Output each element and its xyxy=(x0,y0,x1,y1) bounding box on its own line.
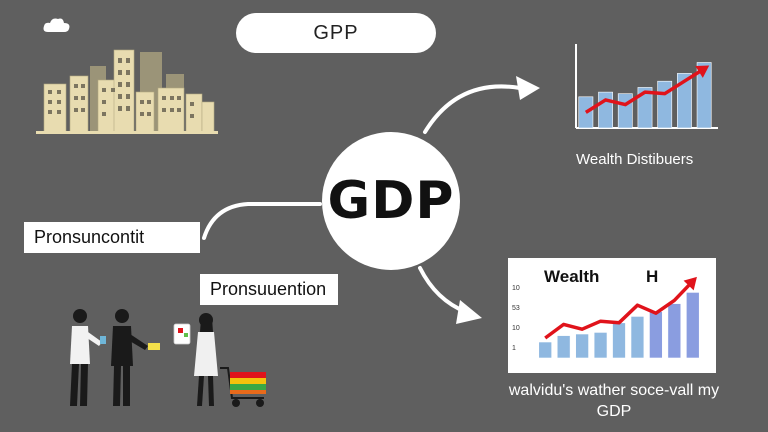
top-pill-text: GPP xyxy=(313,21,359,44)
connector-to-left-box xyxy=(202,202,322,240)
cloud-icon xyxy=(43,18,70,32)
bar xyxy=(637,87,653,129)
bottom-right-chart: Wealth H 10 53 10 1 xyxy=(512,267,700,359)
bar xyxy=(649,311,663,359)
bar xyxy=(686,292,700,359)
bar xyxy=(593,332,608,359)
shopping-cart-icon xyxy=(220,367,266,407)
bottom-caption-line-2: GDP xyxy=(596,403,632,420)
arrow-to-top-chart xyxy=(423,84,522,134)
person-icon xyxy=(173,313,218,406)
city-skyline-icon xyxy=(36,49,218,134)
bar xyxy=(538,341,552,359)
x-tick-label: 201 xyxy=(692,366,704,373)
y-tick-label: 1 xyxy=(512,345,516,352)
y-tick-label: 10 xyxy=(512,325,520,332)
bar xyxy=(677,73,692,129)
trend-arrowhead xyxy=(695,65,710,78)
trend-line xyxy=(584,67,706,114)
bottom-caption-line-1: walvidu's wather soce-vall my xyxy=(508,382,720,399)
x-tick-label: 50 xyxy=(518,366,526,373)
gdp-circle-label: GDP xyxy=(327,171,455,231)
top-label-pill: GPP xyxy=(236,13,436,53)
left-label-box-2: Pronsuuention xyxy=(200,274,338,305)
gdp-circle: GDP xyxy=(322,132,460,270)
bottom-right-caption: walvidu's wather soce-vall my GDP xyxy=(490,380,738,422)
bar xyxy=(556,335,571,359)
trend-line xyxy=(544,279,695,340)
x-tick-row: 50 200 1 201 xyxy=(508,366,716,376)
bar xyxy=(578,96,594,129)
bottom-right-chart-card: Wealth H 10 53 10 1 xyxy=(508,258,716,373)
bar xyxy=(667,303,682,359)
left-label-box-1-text: Pronsuncontit xyxy=(34,227,145,247)
person-icon xyxy=(70,309,106,406)
trend-arrowhead xyxy=(683,276,697,291)
y-tick-label: 53 xyxy=(512,305,520,312)
chart-title-2: H xyxy=(646,267,658,286)
bar xyxy=(696,62,712,129)
people-shopping-illustration xyxy=(70,309,266,407)
top-right-caption: Wealth Distibuers xyxy=(576,151,694,168)
bar xyxy=(657,80,673,129)
left-label-box-1: Pronsuncontit xyxy=(24,222,200,253)
bar xyxy=(617,93,633,129)
top-right-chart xyxy=(575,44,718,129)
person-icon xyxy=(111,309,160,406)
arrowhead-bottom xyxy=(456,300,482,324)
arrowhead-top xyxy=(516,76,540,100)
chart-title: Wealth xyxy=(544,267,599,286)
bar xyxy=(575,333,589,359)
bar xyxy=(612,322,626,359)
left-label-box-2-text: Pronsuuention xyxy=(210,279,327,299)
x-tick-label: 1 xyxy=(618,366,622,373)
bar xyxy=(598,91,613,129)
bar xyxy=(630,316,645,359)
y-tick-label: 10 xyxy=(512,285,520,292)
x-tick-label: 200 xyxy=(564,366,576,373)
